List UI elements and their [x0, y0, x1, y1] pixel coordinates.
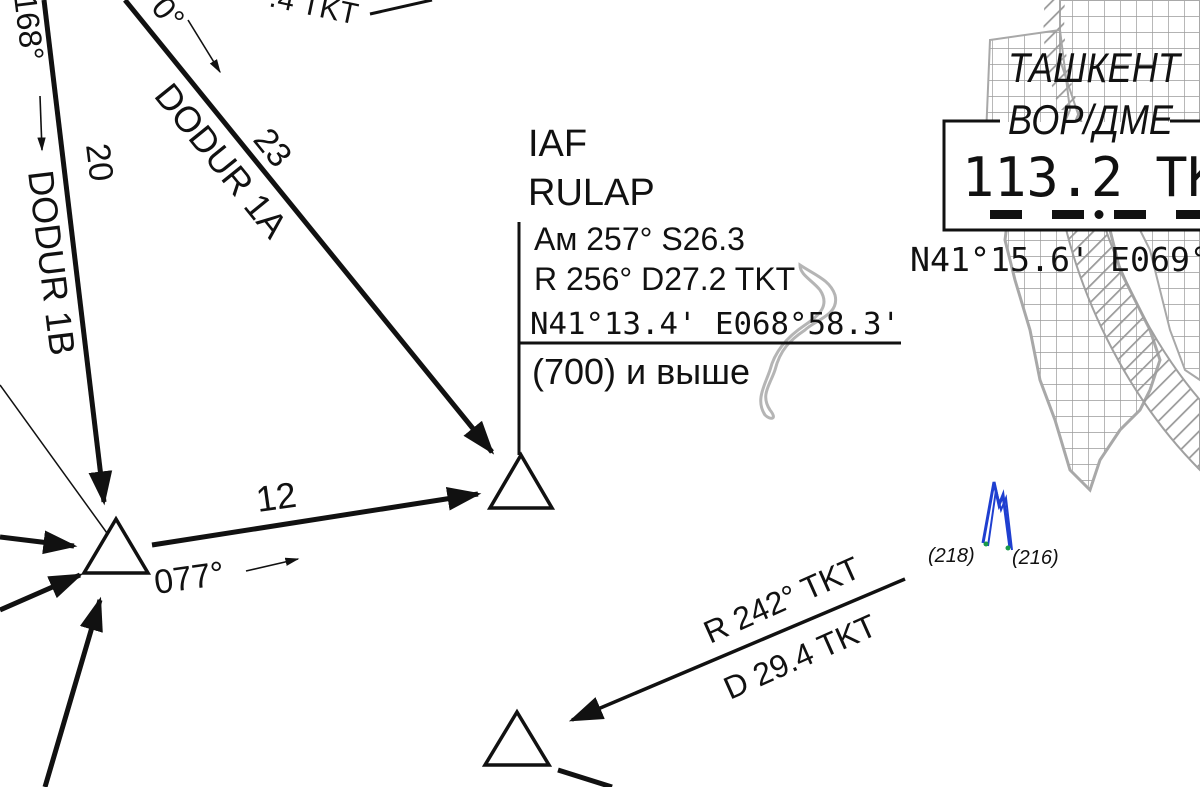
obstacle-dot-2	[1005, 545, 1011, 551]
rulap-radial-line: R 256° D27.2 TKT	[534, 261, 795, 297]
route-leg-12	[151, 486, 482, 548]
route-lines	[0, 0, 906, 787]
route-inbound-west	[0, 530, 78, 555]
obstacle-symbol-2[interactable]	[987, 489, 1013, 551]
river-outline	[759, 262, 838, 420]
rulap-name[interactable]: RULAP	[528, 172, 655, 214]
rulap-info: IAF RULAP Ам 257° S26.3 R 256° D27.2 TKT…	[517, 123, 901, 455]
navaid-frequency: 113.2 TKT	[962, 146, 1200, 209]
route-labels: DODUR 1A 23 0° DODUR 1B 20 168° 12 077° …	[7, 0, 882, 706]
route-inbound-southwest	[0, 572, 84, 613]
fix-rulap-triangle[interactable]	[486, 451, 556, 510]
navaid-coords: N41°15.6' E069°	[910, 240, 1200, 279]
leg-12-course: 077°	[152, 555, 227, 602]
navaid-morse-code	[990, 210, 1200, 219]
navaid-tashkent[interactable]: ТАШКЕНТ ВОР/ДМЕ 113.2 TKT N41°15.6' E069…	[910, 44, 1200, 279]
top-partial-label: .4 TKT	[267, 0, 361, 31]
obstacles: (218) (216)	[928, 481, 1059, 569]
leg-12-distance: 12	[253, 474, 298, 520]
route-top-partial	[369, 0, 433, 16]
route-dodur-1b	[41, 0, 113, 506]
navaid-type: ВОР/ДМЕ	[1008, 96, 1174, 143]
dodur-1b-course: 168°	[7, 0, 51, 63]
course-arrow-dodur-1a	[187, 19, 221, 74]
fix-west-triangle[interactable]	[80, 515, 152, 575]
route-tkt-radial	[568, 577, 906, 722]
rulap-coords: N41°13.4' E068°58.3'	[530, 307, 900, 342]
rulap-bearing-line: Ам 257° S26.3	[534, 221, 745, 257]
route-bottom-outbound	[557, 767, 613, 787]
obstacle-elev-1: (218)	[928, 545, 975, 567]
obstacle-dot-1	[983, 541, 989, 547]
fixes	[80, 451, 556, 767]
navaid-name: ТАШКЕНТ	[1008, 44, 1183, 91]
obstacle-elev-2: (216)	[1012, 547, 1059, 569]
course-arrow-dodur-1b	[37, 95, 46, 152]
route-inbound-south	[42, 596, 103, 787]
rulap-altitude: (700) и выше	[532, 351, 750, 392]
thin-route-line	[0, 384, 113, 541]
dodur-1b-distance: 20	[78, 141, 120, 183]
course-arrow-077	[245, 557, 300, 572]
dodur-1a-distance: 23	[246, 121, 299, 174]
route-dodur-1a	[123, 0, 495, 455]
rulap-type-label: IAF	[528, 123, 587, 165]
fix-south-triangle[interactable]	[481, 708, 553, 767]
navaid-box-frame	[942, 119, 1200, 232]
